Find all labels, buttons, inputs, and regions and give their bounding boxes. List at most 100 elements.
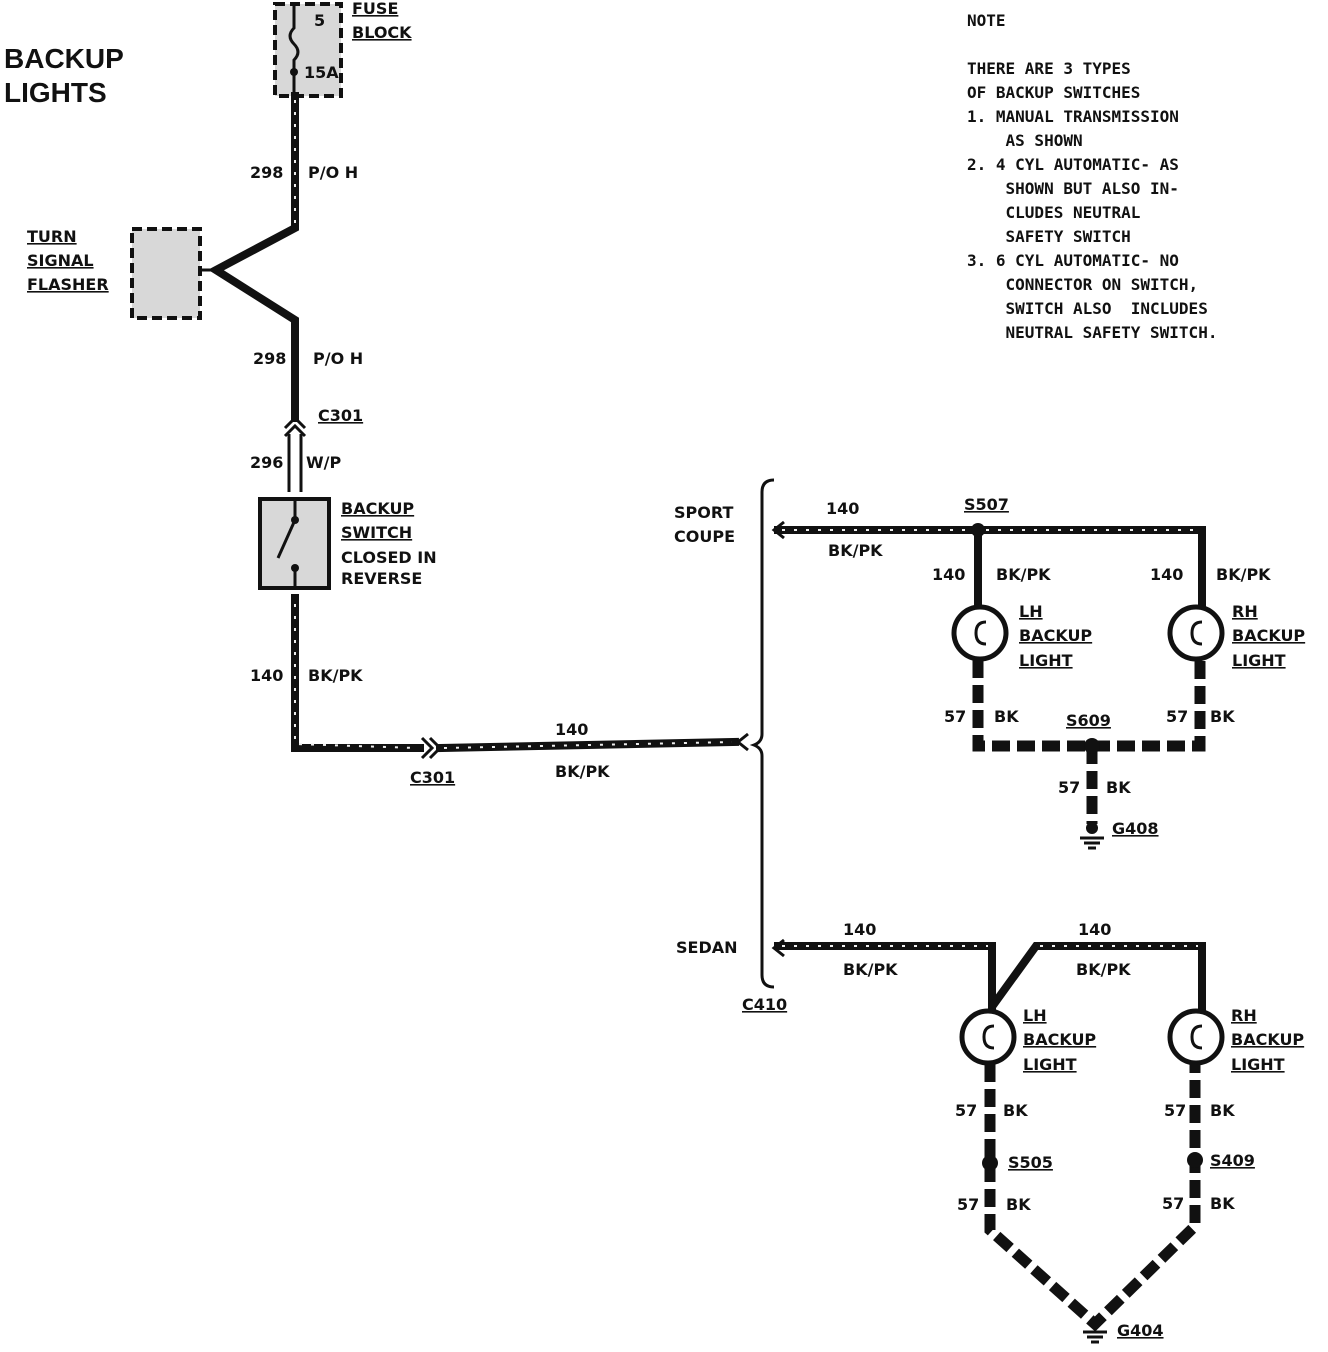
wire-298-top-circuit: 298 (250, 163, 283, 182)
lamp-label: LIGHT (1019, 651, 1073, 670)
wire-296-color: W/P (306, 453, 341, 472)
connector-c410-label: C410 (742, 995, 787, 1014)
wire-140-switch-color: BK/PK (308, 666, 363, 685)
wire-140-main-color: BK/PK (555, 762, 610, 781)
fuse-block: 5 15A FUSE BLOCK (273, 0, 412, 98)
wire-57-sport-lh-circuit: 57 (944, 707, 966, 726)
wire-57-sedan-rh1-circuit: 57 (1164, 1101, 1186, 1120)
note-heading: NOTE (967, 11, 1006, 30)
splice-s609-dot (1084, 738, 1100, 754)
filament-icon (1190, 1024, 1203, 1050)
wire-298-bot-color: P/O H (313, 349, 363, 368)
ground-g408-label: G408 (1112, 819, 1159, 838)
splice-s505-dot (982, 1155, 998, 1171)
sport-coupe-circuit: S507 140 BK/PK 140 BK/PK 140 BK/PK LH BA… (774, 495, 1305, 850)
note-line: THERE ARE 3 TYPES (967, 59, 1131, 78)
switch-blade-icon (276, 519, 297, 559)
flasher-box (130, 227, 202, 320)
switch-label-3: CLOSED IN (341, 548, 437, 567)
sedan-rh-backup-light: RH BACKUP LIGHT (1167, 1006, 1304, 1074)
wire-140-main-stripe (443, 741, 733, 749)
note-line: AS SHOWN (967, 131, 1083, 150)
ground-g404-label: G404 (1117, 1321, 1164, 1340)
connector-chevron-icon (420, 736, 435, 760)
wire-296-circuit: 296 (250, 453, 283, 472)
note-line: NEUTRAL SAFETY SWITCH. (967, 323, 1217, 342)
fuse-number: 5 (314, 11, 325, 30)
wire-298-top-color: P/O H (308, 163, 358, 182)
ground-g408: G408 (1080, 819, 1159, 850)
fuse-block-box (273, 2, 343, 98)
wire-57-sedan (984, 1064, 1201, 1332)
ground-point-icon (1086, 822, 1098, 834)
connector-c410: C410 (742, 478, 787, 1014)
variant-sedan-label: SEDAN (676, 938, 738, 957)
wire-57-sedan-rh2-circuit: 57 (1162, 1194, 1184, 1213)
flasher-label-3: FLASHER (27, 275, 109, 294)
lamp-label: LIGHT (1232, 651, 1286, 670)
connector-c301-top-label: C301 (318, 406, 363, 425)
lamp-label: LIGHT (1023, 1055, 1077, 1074)
lamp-side: RH (1232, 602, 1258, 621)
lamp-label: BACKUP (1231, 1030, 1304, 1049)
splice-s409-dot (1187, 1152, 1203, 1168)
wire-57-sedan-rh1-color: BK (1210, 1101, 1235, 1120)
sport-lh-backup-light: LH BACKUP LIGHT (951, 602, 1092, 670)
lamp-label: LIGHT (1231, 1055, 1285, 1074)
wire-57-sedan-lh1-color: BK (1003, 1101, 1028, 1120)
bulb-icon (959, 1008, 1017, 1066)
variant-sport-label-1: SPORT (674, 503, 733, 522)
wire-140-sport-rh-circuit: 140 (1150, 565, 1183, 584)
fuse-terminal-icon (290, 68, 298, 76)
switch-label-4: REVERSE (341, 569, 422, 588)
wire-57-sedan-lh1-circuit: 57 (955, 1101, 977, 1120)
switch-label-1: BACKUP (341, 499, 414, 518)
wire-57-sedan-lh2-color: BK (1006, 1195, 1031, 1214)
splice-s507-label: S507 (964, 495, 1009, 514)
connector-chevron-icon (283, 423, 307, 438)
wire-140-sport-rh-color: BK/PK (1216, 565, 1271, 584)
connector-chevron-icon (283, 415, 307, 430)
wire-140-sport-lh-color: BK/PK (996, 565, 1051, 584)
wire-140-sedan-rh-color: BK/PK (1076, 960, 1131, 979)
filament-icon (974, 620, 987, 646)
wire-57-sport (972, 660, 1206, 752)
wire-57-sedan-lh2-circuit: 57 (957, 1195, 979, 1214)
flasher-label-1: TURN (27, 227, 77, 246)
wire-57-sport-rh-circuit: 57 (1166, 707, 1188, 726)
fuse-rating: 15A (304, 63, 339, 82)
wire-140-sport-color: BK/PK (828, 541, 883, 560)
variant-sport-label-2: COUPE (674, 527, 735, 546)
wire-140-sedan-rh (988, 942, 1206, 1016)
lamp-side: LH (1023, 1006, 1047, 1025)
fuse-element-icon (288, 4, 300, 92)
note-line: SWITCH ALSO INCLUDES (967, 299, 1208, 318)
lamp-label: BACKUP (1232, 626, 1305, 645)
note-line: SAFETY SWITCH (967, 227, 1131, 246)
lamp-label: BACKUP (1019, 626, 1092, 645)
c410-bracket (749, 478, 775, 989)
wire-140-sport (774, 526, 1206, 612)
connector-c301-top: C301 (283, 406, 363, 492)
splice-s609-label: S609 (1066, 711, 1111, 730)
sedan-lh-backup-light: LH BACKUP LIGHT (959, 1006, 1096, 1074)
wire-140-sedan-rh-circuit: 140 (1078, 920, 1111, 939)
wire-140-sedan-color: BK/PK (843, 960, 898, 979)
wire-140-sport-lh-circuit: 140 (932, 565, 965, 584)
wire-298-bot-circuit: 298 (253, 349, 286, 368)
note-line: SHOWN BUT ALSO IN- (967, 179, 1179, 198)
wire-140-main-circuit: 140 (555, 720, 588, 739)
splice-s409-label: S409 (1210, 1151, 1255, 1170)
turn-signal-flasher: TURN SIGNAL FLASHER (27, 227, 216, 320)
fuse-label-2: BLOCK (352, 23, 412, 42)
bulb-icon (951, 604, 1009, 662)
connector-c301-bottom-label: C301 (410, 768, 455, 787)
ground-g404: G404 (1083, 1321, 1164, 1344)
note-line: CONNECTOR ON SWITCH, (967, 275, 1198, 294)
note-line: 2. 4 CYL AUTOMATIC- AS (967, 155, 1179, 174)
wire-140-switch-circuit: 140 (250, 666, 283, 685)
wire-140-sedan-circuit: 140 (843, 920, 876, 939)
bulb-icon (1167, 1008, 1225, 1066)
wire-140-sedan (774, 942, 996, 1014)
filament-icon (982, 1024, 995, 1050)
